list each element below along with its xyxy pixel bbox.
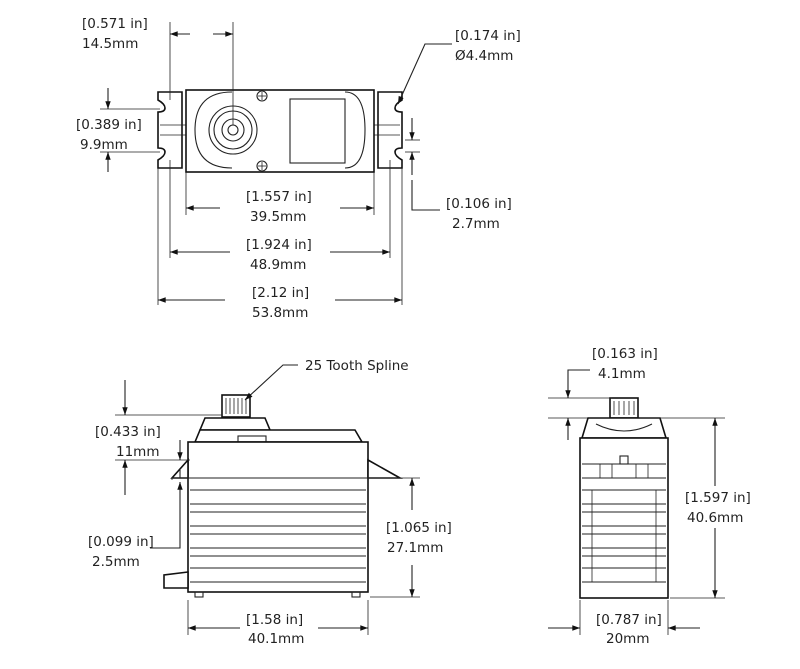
spline [221,394,251,418]
label-window [289,98,346,164]
ear-gap-mm: 9.9mm [80,137,128,153]
ear-gap-in: [0.389 in] [76,117,142,133]
spline-height-in: [0.163 in] [592,346,658,362]
hole-diameter-in: [0.174 in] [455,28,521,44]
width-in: [0.787 in] [596,612,662,628]
ear-thickness-mm: 2.5mm [92,554,140,570]
top-view: [0.571 in] 14.5mm [0.174 in] Ø4.4mm [0.3… [76,16,521,321]
width-mm: 20mm [606,631,649,647]
top-height-in: [0.433 in] [95,424,161,440]
screw-bottom [256,160,268,172]
ear-thickness-in: [0.099 in] [88,534,154,550]
cable-exit [163,571,189,589]
side-length-in: [1.58 in] [246,612,303,628]
body-length-mm: 39.5mm [250,209,306,225]
cooling-fins [190,489,366,583]
ear-slot-mm: 2.7mm [452,216,500,232]
body-height-in: [1.065 in] [386,520,452,536]
top-view-flange [157,91,183,169]
overall-height-in: [1.597 in] [685,490,751,506]
overall-height-mm: 40.6mm [687,510,743,526]
side-view: 25 Tooth Spline [0.433 in] 11mm [0.099 i… [88,358,452,647]
hole-diameter-mm: Ø4.4mm [455,48,513,64]
screw-top [256,90,268,102]
body-length-in: [1.557 in] [246,189,312,205]
mount-spacing-in: [0.571 in] [82,16,148,32]
overall-length-mm: 53.8mm [252,305,308,321]
hole-spacing-in: [1.924 in] [246,237,312,253]
hole-spacing-mm: 48.9mm [250,257,306,273]
mount-spacing-mm: 14.5mm [82,36,138,52]
end-view-case [579,437,669,599]
spline-label: 25 Tooth Spline [305,358,409,374]
side-view-case [187,441,369,593]
top-height-mm: 11mm [116,444,159,460]
end-view-fins [582,489,666,583]
overall-length-in: [2.12 in] [252,285,309,301]
top-view-case [185,89,375,173]
ear-slot-in: [0.106 in] [446,196,512,212]
end-view: [0.163 in] 4.1mm [1.597 in] 40.6mm [0.78… [548,346,751,647]
spline-height-mm: 4.1mm [598,366,646,382]
side-length-mm: 40.1mm [248,631,304,647]
body-height-mm: 27.1mm [387,540,443,556]
